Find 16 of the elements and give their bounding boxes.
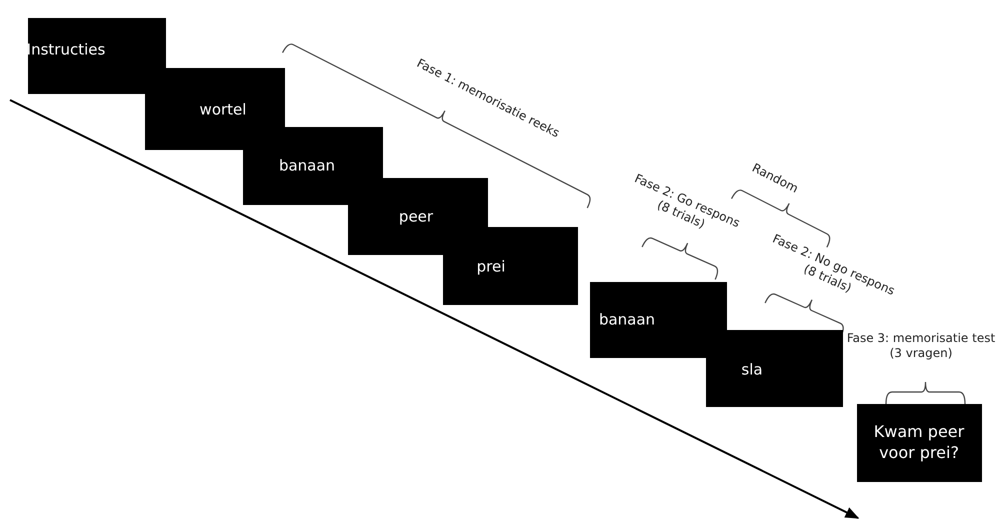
stimulus-text: prei xyxy=(476,257,506,277)
stimulus-text: peer xyxy=(398,207,434,227)
phase-label: Fase 3: memorisatie test (3 vragen) xyxy=(846,331,996,361)
stimulus-text: sla xyxy=(740,360,764,380)
stimulus-text: Kwam peer voor prei? xyxy=(872,422,966,464)
stimulus-text: wortel xyxy=(198,100,248,120)
stimulus-text: Instructies xyxy=(26,40,106,60)
stimulus-card xyxy=(443,227,578,305)
stimulus-card xyxy=(243,127,383,205)
stimulus-card xyxy=(145,68,285,150)
stimulus-text: banaan xyxy=(598,310,656,330)
stimulus-card xyxy=(28,18,166,94)
stimulus-card xyxy=(590,282,727,358)
stimulus-text: banaan xyxy=(278,156,336,176)
stimulus-card xyxy=(857,404,982,482)
stimulus-card xyxy=(706,330,843,407)
